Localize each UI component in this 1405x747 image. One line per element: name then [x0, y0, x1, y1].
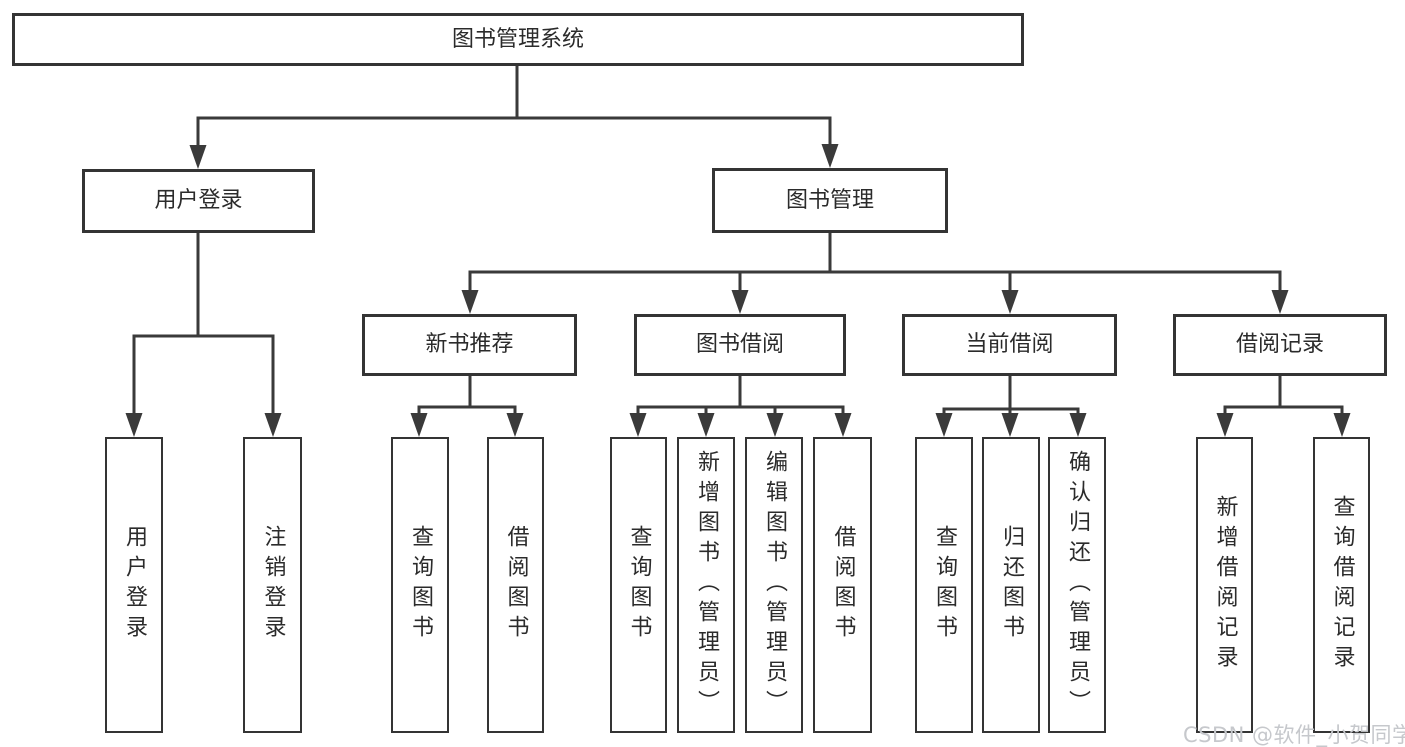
arrowhead-icon [189, 145, 207, 169]
arrowhead-icon [766, 413, 784, 437]
arrowhead-icon [1069, 413, 1087, 437]
node-leaf-return-book: 归还图书 [982, 437, 1040, 733]
arrowhead-icon [697, 413, 715, 437]
arrowhead-icon [1001, 290, 1019, 314]
node-leaf-edit-book: 编辑图书（管理员） [745, 437, 803, 733]
node-book-borrow: 图书借阅 [634, 314, 846, 376]
node-borrow-records: 借阅记录 [1173, 314, 1387, 376]
node-leaf-query-books-3: 查询图书 [915, 437, 973, 733]
arrowhead-icon [264, 413, 282, 437]
arrowhead-icon [410, 413, 428, 437]
arrowhead-icon [1333, 413, 1351, 437]
node-new-book-rec: 新书推荐 [362, 314, 577, 376]
node-leaf-logout: 注销登录 [243, 437, 302, 733]
node-leaf-confirm-return: 确认归还（管理员） [1048, 437, 1106, 733]
node-leaf-borrow-books-1: 借阅图书 [487, 437, 544, 733]
node-leaf-query-books-2: 查询图书 [610, 437, 667, 733]
arrowhead-icon [629, 413, 647, 437]
csdn-watermark: CSDN @软件_小贺同学 [1183, 723, 1405, 747]
arrowhead-icon [461, 290, 479, 314]
node-leaf-query-books-1: 查询图书 [391, 437, 449, 733]
arrowhead-icon [731, 290, 749, 314]
arrowhead-icon [821, 144, 839, 168]
node-leaf-user-login: 用户登录 [105, 437, 163, 733]
node-book-mgmt-branch: 图书管理 [712, 168, 948, 233]
arrowhead-icon [1001, 413, 1019, 437]
node-leaf-add-borrow-record: 新增借阅记录 [1196, 437, 1253, 733]
node-leaf-add-book: 新增图书（管理员） [677, 437, 735, 733]
node-user-login-branch: 用户登录 [82, 169, 315, 233]
arrowhead-icon [834, 413, 852, 437]
node-current-borrow: 当前借阅 [902, 314, 1117, 376]
arrowhead-icon [1271, 290, 1289, 314]
arrowhead-icon [125, 413, 143, 437]
arrowhead-icon [506, 413, 524, 437]
arrowhead-icon [1216, 413, 1234, 437]
node-root: 图书管理系统 [12, 13, 1024, 66]
node-leaf-borrow-books-2: 借阅图书 [813, 437, 872, 733]
arrowhead-icon [935, 413, 953, 437]
node-leaf-query-borrow-record: 查询借阅记录 [1313, 437, 1370, 733]
